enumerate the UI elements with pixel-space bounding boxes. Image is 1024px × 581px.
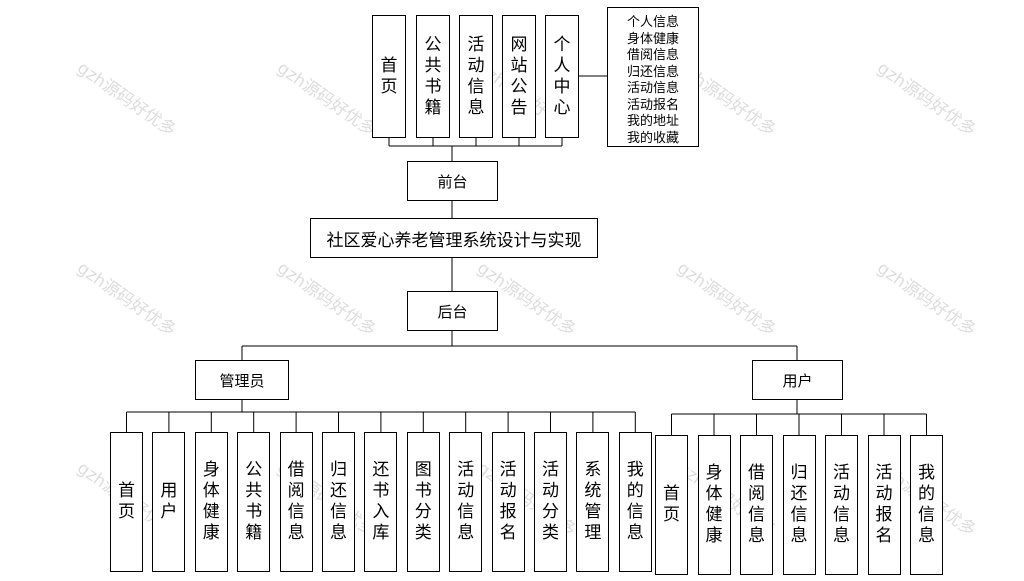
personal-center-item: 我的收藏 (627, 130, 680, 146)
admin-module-4-label: 借阅信息 (287, 460, 305, 543)
personal-center-item: 身体健康 (627, 31, 680, 47)
admin-module-1-label: 用户 (160, 481, 178, 522)
frontend-module-3: 网站公告 (502, 15, 536, 138)
admin-module-3: 公共书籍 (237, 432, 271, 572)
frontend-node: 前台 (407, 161, 498, 201)
admin-module-6-label: 还书入库 (372, 460, 390, 543)
user-module-3-label: 归还信息 (790, 463, 808, 546)
admin-module-4: 借阅信息 (279, 432, 313, 572)
frontend-module-1-label: 公共书籍 (424, 34, 442, 118)
personal-center-item: 借阅信息 (627, 48, 680, 63)
personal-center-item: 活动信息 (627, 81, 680, 96)
admin-module-2-label: 身体健康 (202, 460, 220, 543)
personal-center-item: 活动报名 (627, 97, 680, 113)
user-module-1: 身体健康 (697, 435, 731, 575)
admin-module-5: 归还信息 (322, 432, 355, 572)
admin-node: 管理员 (195, 360, 289, 400)
user-module-0-label: 首页 (663, 484, 680, 525)
frontend-module-0-label: 首页 (380, 55, 398, 97)
admin-module-11: 系统管理 (576, 432, 610, 572)
user-module-2-label: 借阅信息 (748, 463, 765, 546)
user-module-3: 归还信息 (782, 435, 816, 575)
user-module-5-label: 活动报名 (875, 463, 893, 546)
user-module-4: 活动信息 (825, 435, 858, 575)
user-module-4-label: 活动信息 (833, 463, 850, 546)
user-module-2: 借阅信息 (740, 435, 773, 575)
backend-node: 后台 (407, 291, 498, 331)
backend-label: 后台 (437, 302, 468, 321)
admin-module-10: 活动分类 (534, 432, 567, 572)
admin-module-8: 活动信息 (449, 432, 483, 572)
admin-module-7: 图书分类 (406, 432, 440, 572)
user-module-0: 首页 (655, 435, 688, 575)
admin-module-2: 身体健康 (194, 432, 228, 572)
admin-module-5-label: 归还信息 (330, 460, 347, 543)
admin-module-0-label: 首页 (118, 481, 135, 522)
admin-module-8-label: 活动信息 (457, 460, 475, 543)
admin-module-7-label: 图书分类 (414, 460, 432, 543)
user-module-6-label: 我的信息 (918, 463, 935, 546)
root-title: 社区爱心养老管理系统设计与实现 (326, 230, 582, 251)
admin-module-9-label: 活动报名 (499, 460, 517, 543)
frontend-module-0: 首页 (372, 15, 406, 138)
admin-module-11-label: 系统管理 (584, 460, 602, 543)
admin-module-12: 我的信息 (618, 432, 652, 572)
root-node: 社区爱心养老管理系统设计与实现 (310, 218, 598, 258)
personal-center-item: 归还信息 (627, 64, 680, 80)
admin-module-10-label: 活动分类 (542, 460, 559, 543)
user-module-6: 我的信息 (910, 435, 943, 575)
user-label: 用户 (782, 371, 813, 390)
frontend-module-4-label: 个人中心 (553, 34, 571, 118)
admin-module-1: 用户 (152, 432, 186, 572)
frontend-module-4: 个人中心 (545, 15, 579, 138)
frontend-module-3-label: 网站公告 (510, 34, 528, 118)
frontend-label: 前台 (437, 172, 468, 191)
user-node: 用户 (752, 360, 843, 400)
frontend-module-2: 活动信息 (459, 15, 493, 138)
admin-module-12-label: 我的信息 (626, 460, 644, 543)
user-module-5: 活动报名 (867, 435, 901, 575)
admin-module-6: 还书入库 (364, 432, 398, 572)
user-module-1-label: 身体健康 (705, 463, 723, 546)
personal-center-item: 我的地址 (627, 114, 680, 129)
frontend-module-1: 公共书籍 (416, 15, 450, 138)
personal-center-item: 个人信息 (627, 15, 680, 30)
admin-module-0: 首页 (110, 432, 143, 572)
admin-module-9: 活动报名 (491, 432, 525, 572)
admin-module-3-label: 公共书籍 (245, 460, 263, 543)
admin-label: 管理员 (219, 371, 265, 390)
frontend-module-2-label: 活动信息 (467, 34, 485, 118)
personal-center-list: 个人信息身体健康借阅信息归还信息活动信息活动报名我的地址我的收藏 (607, 7, 699, 147)
